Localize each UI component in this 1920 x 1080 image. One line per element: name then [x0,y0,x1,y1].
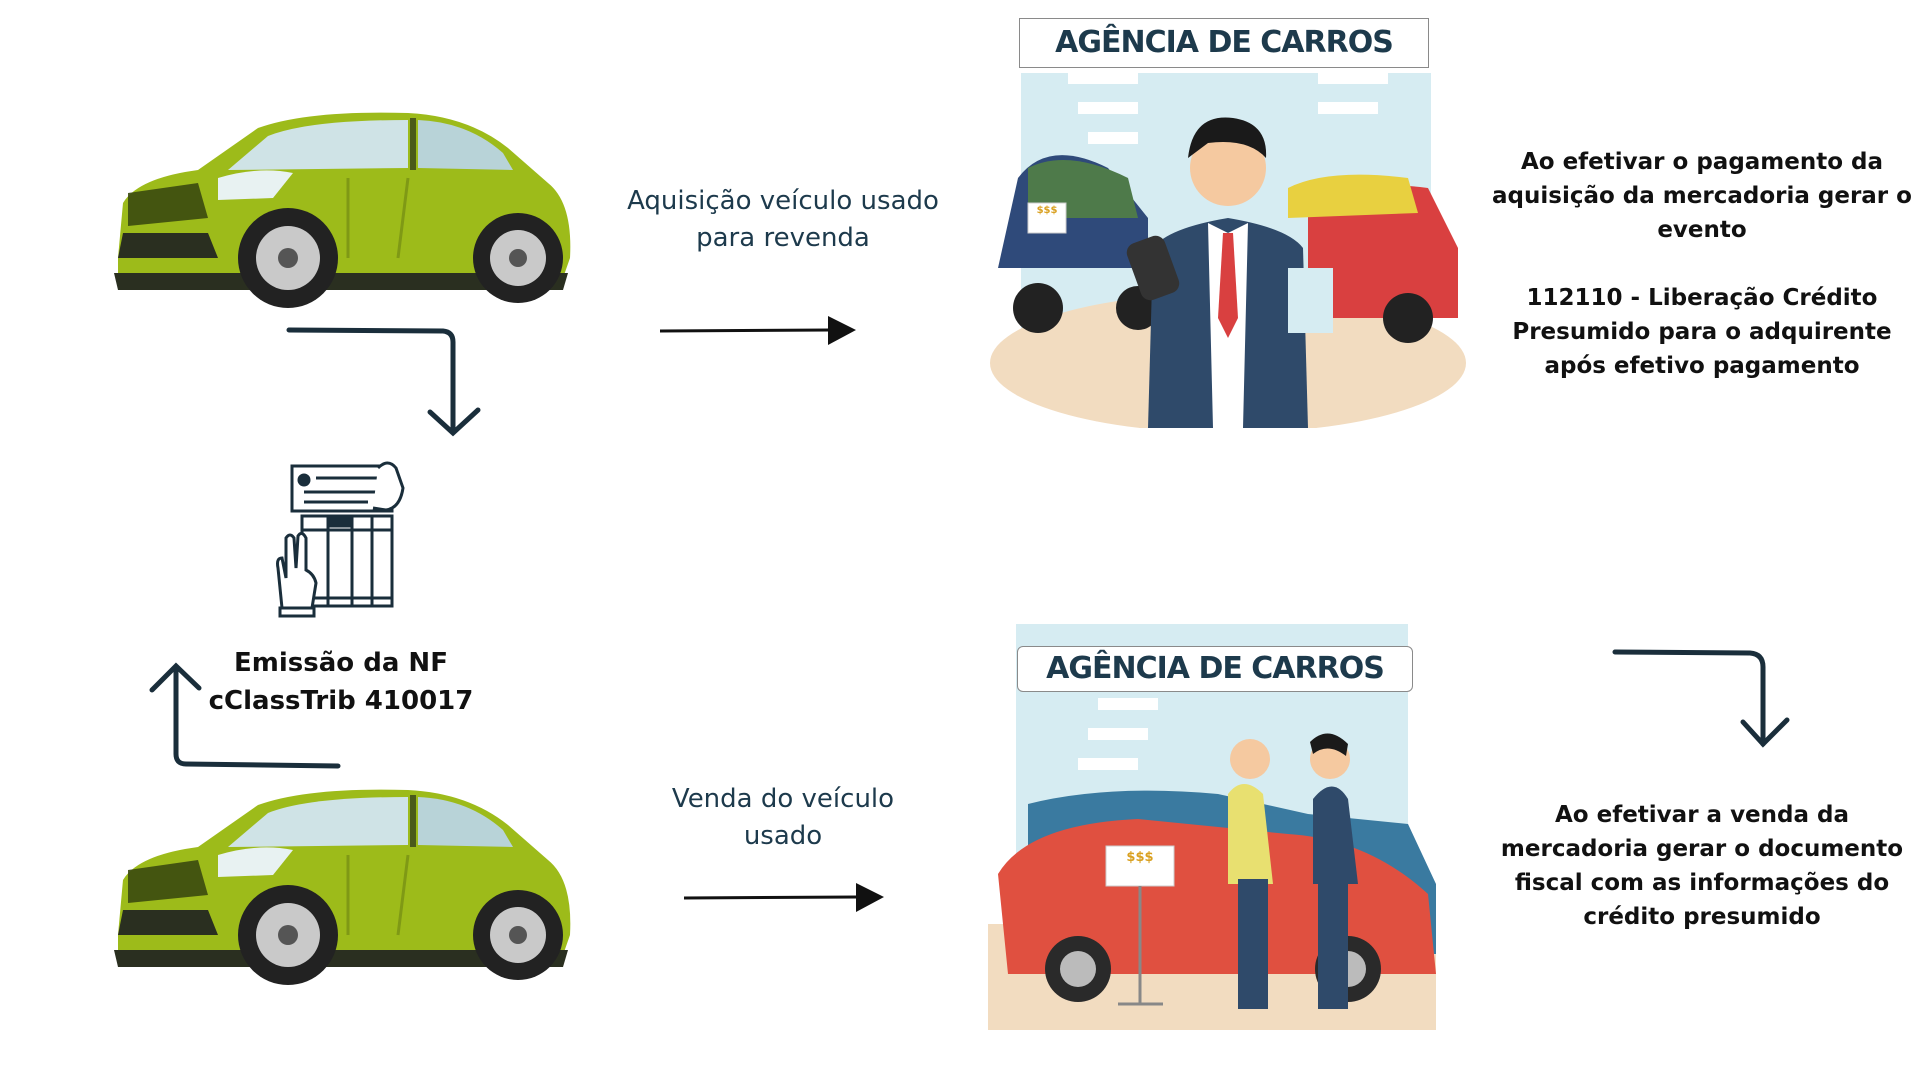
nf-emission-label: Emissão da NF cClassTrib 410017 [191,644,491,720]
sale-label: Venda do veículo usado [603,781,963,855]
nf-label-line-2: cClassTrib 410017 [208,686,474,716]
sale-document-note: Ao efetivar a venda da mercadoria gerar … [1482,798,1920,934]
bent-arrow-up-from-car [149,662,341,769]
acquisition-label: Aquisição veículo usado para revenda [603,183,963,257]
payment-event-note: Ao efetivar o pagamento da aquisição da … [1482,145,1920,383]
acquisition-label-line-2: para revenda [696,223,870,253]
car-agency-illustration-top: AGÊNCIA DE CARROS $$$ [988,18,1468,428]
sale-label-line-1: Venda do veículo [671,784,895,814]
price-tag-bottom: $$$ [1126,850,1154,865]
sale-note-line: crédito presumido [1583,904,1821,930]
bent-arrow-down-to-nf [286,327,481,437]
payment-note-line: após efetivo pagamento [1544,353,1860,379]
payment-note-line: Presumido para o adquirente [1512,319,1892,345]
bent-arrow-down-right [1612,649,1790,748]
payment-note-spacer [1482,247,1920,281]
sale-note-line: Ao efetivar a venda da [1554,802,1850,828]
nf-label-line-1: Emissão da NF [234,648,448,678]
agency-sign-top: AGÊNCIA DE CARROS [1019,18,1429,68]
arrow-right-acquisition [659,316,856,345]
price-tag-top: $$$ [1036,205,1058,216]
agency-sign-bottom: AGÊNCIA DE CARROS [1017,646,1413,692]
payment-note-event-code: 112110 - Liberação Crédito [1526,285,1878,311]
sale-label-line-2: usado [743,821,823,851]
invoice-document-icon [276,461,405,618]
payment-note-line: aquisição da mercadoria gerar o [1492,183,1912,209]
payment-note-line: Ao efetivar o pagamento da [1520,149,1884,175]
sale-note-line: mercadoria gerar o documento [1500,836,1904,862]
acquisition-label-line-1: Aquisição veículo usado [627,186,939,216]
sale-note-line: fiscal com as informações do [1514,870,1890,896]
car-agency-illustration-bottom: AGÊNCIA DE CARROS $$$ [988,624,1436,1030]
payment-note-line: evento [1657,217,1747,243]
arrow-right-sale [683,883,884,912]
